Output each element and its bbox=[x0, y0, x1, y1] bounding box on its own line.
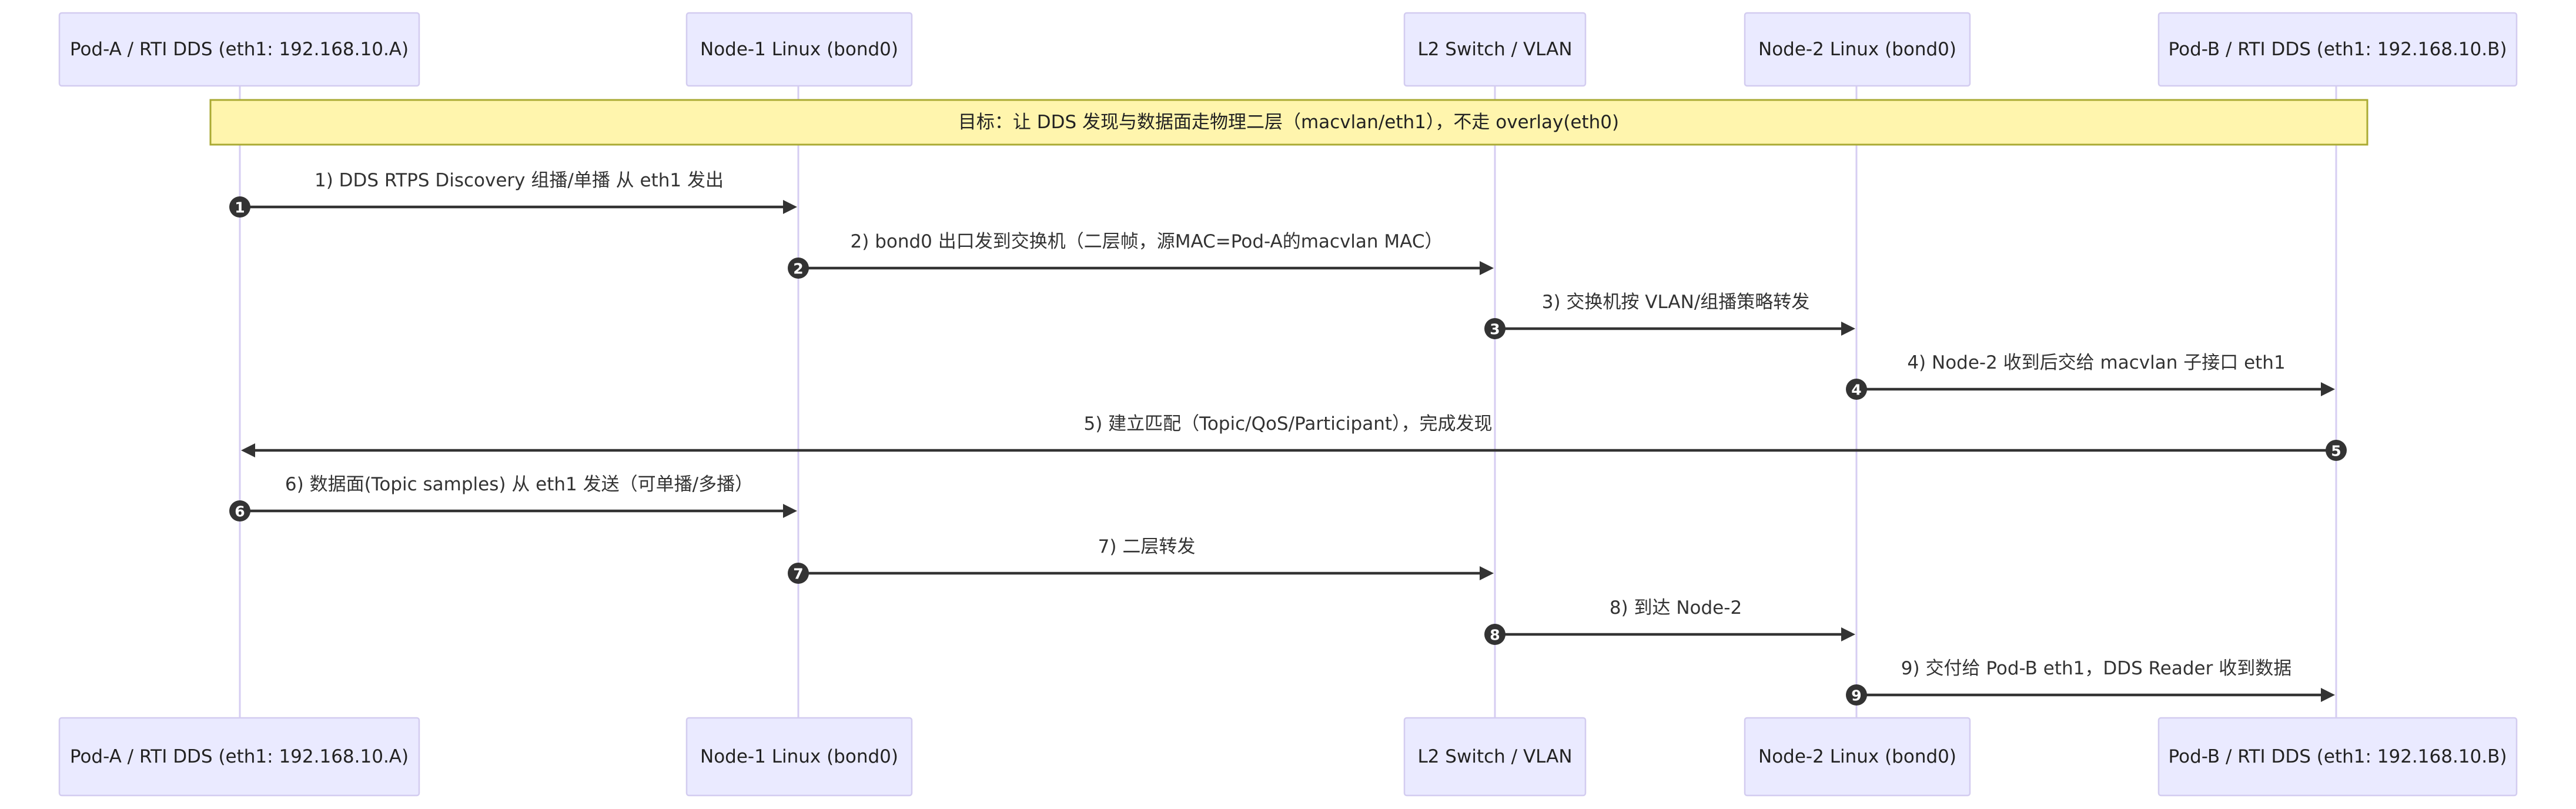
actor-label: Node-2 Linux (bond0) bbox=[1758, 746, 1956, 767]
bottom-actors: Pod-A / RTI DDS (eth1: 192.168.10.A) Node… bbox=[58, 717, 2518, 797]
sequence-number: 7 bbox=[793, 566, 803, 583]
arrowhead-icon bbox=[1841, 322, 1855, 336]
message-label: 7) 二层转发 bbox=[1098, 536, 1196, 557]
actor-podB-bottom[interactable]: Pod-B / RTI DDS (eth1: 192.168.10.B) bbox=[2157, 717, 2518, 797]
message-label: 4) Node-2 收到后交给 macvlan 子接口 eth1 bbox=[1907, 352, 2285, 373]
message-label: 8) 到达 Node-2 bbox=[1610, 597, 1742, 619]
actor-node2-bottom[interactable]: Node-2 Linux (bond0) bbox=[1744, 717, 1971, 797]
top-actors: Pod-A / RTI DDS (eth1: 192.168.10.A) Node… bbox=[58, 12, 2518, 87]
actor-label: Node-1 Linux (bond0) bbox=[700, 746, 898, 767]
arrowhead-icon bbox=[2321, 382, 2335, 396]
goal-note: 目标：让 DDS 发现与数据面走物理二层（macvlan/eth1），不走 ov… bbox=[209, 99, 2368, 146]
sequence-number-badge bbox=[1484, 624, 1506, 645]
actor-sw-bottom[interactable]: L2 Switch / VLAN bbox=[1403, 717, 1587, 797]
actor-label: L2 Switch / VLAN bbox=[1417, 39, 1572, 60]
arrowhead-icon bbox=[783, 504, 797, 518]
actor-label: Node-2 Linux (bond0) bbox=[1758, 39, 1956, 60]
message-label: 1) DDS RTPS Discovery 组播/单播 从 eth1 发出 bbox=[315, 170, 724, 191]
actor-label: Node-1 Linux (bond0) bbox=[700, 39, 898, 60]
actor-box bbox=[58, 12, 420, 87]
actor-box bbox=[1744, 717, 1971, 797]
message-label: 3) 交换机按 VLAN/组播策略转发 bbox=[1542, 292, 1810, 313]
sequence-number: 8 bbox=[1490, 627, 1500, 644]
arrowhead-icon bbox=[1480, 566, 1494, 580]
message-1: 1) DDS RTPS Discovery 组播/单播 从 eth1 发出 1 bbox=[229, 170, 797, 218]
sequence-number-badge bbox=[2326, 440, 2347, 461]
sequence-number: 4 bbox=[1851, 382, 1861, 399]
sequence-number-badge bbox=[229, 196, 250, 218]
message-4: 4) Node-2 收到后交给 macvlan 子接口 eth1 4 bbox=[1846, 352, 2335, 400]
messages: 1) DDS RTPS Discovery 组播/单播 从 eth1 发出 1 2)… bbox=[229, 170, 2347, 706]
message-label: 5) 建立匹配（Topic/QoS/Participant），完成发现 bbox=[1083, 413, 1492, 434]
actor-node1-top[interactable]: Node-1 Linux (bond0) bbox=[685, 12, 913, 87]
message-6: 6) 数据面(Topic samples) 从 eth1 发送（可单播/多播） 6 bbox=[229, 474, 797, 521]
message-5: 5) 建立匹配（Topic/QoS/Participant），完成发现 5 bbox=[241, 413, 2347, 461]
message-2: 2) bond0 出口发到交换机（二层帧，源MAC=Pod-A的macvlan … bbox=[788, 231, 1494, 279]
actor-box bbox=[1403, 12, 1587, 87]
sequence-number: 5 bbox=[2331, 443, 2341, 460]
actor-podA-bottom[interactable]: Pod-A / RTI DDS (eth1: 192.168.10.A) bbox=[58, 717, 420, 797]
sequence-number: 1 bbox=[235, 199, 245, 216]
arrowhead-icon bbox=[783, 200, 797, 214]
actor-box bbox=[2157, 12, 2518, 87]
actor-node2-top[interactable]: Node-2 Linux (bond0) bbox=[1744, 12, 1971, 87]
sequence-number-badge bbox=[1484, 318, 1506, 339]
message-label: 9) 交付给 Pod-B eth1，DDS Reader 收到数据 bbox=[1901, 658, 2291, 679]
actor-podB-top[interactable]: Pod-B / RTI DDS (eth1: 192.168.10.B) bbox=[2157, 12, 2518, 87]
actor-box bbox=[1403, 717, 1587, 797]
actor-label: Pod-B / RTI DDS (eth1: 192.168.10.B) bbox=[2169, 746, 2507, 767]
actor-node1-bottom[interactable]: Node-1 Linux (bond0) bbox=[685, 717, 913, 797]
sequence-number-badge bbox=[788, 258, 809, 279]
sequence-number-badge bbox=[229, 500, 250, 521]
sequence-number: 9 bbox=[1851, 687, 1861, 704]
actor-label: L2 Switch / VLAN bbox=[1417, 746, 1572, 767]
actor-label: Pod-B / RTI DDS (eth1: 192.168.10.B) bbox=[2169, 39, 2507, 60]
arrowhead-icon bbox=[241, 443, 255, 457]
message-8: 8) 到达 Node-2 8 bbox=[1484, 597, 1855, 645]
actor-label: Pod-A / RTI DDS (eth1: 192.168.10.A) bbox=[70, 39, 409, 60]
lifelines bbox=[239, 86, 2337, 718]
sequence-number-badge bbox=[788, 563, 809, 584]
actor-box bbox=[58, 717, 420, 797]
actor-box bbox=[1744, 12, 1971, 87]
sequence-number: 6 bbox=[235, 503, 245, 520]
actor-box bbox=[685, 12, 913, 87]
actor-sw-top[interactable]: L2 Switch / VLAN bbox=[1403, 12, 1587, 87]
sequence-number: 2 bbox=[793, 260, 803, 278]
arrowhead-icon bbox=[2321, 688, 2335, 702]
message-9: 9) 交付给 Pod-B eth1，DDS Reader 收到数据 9 bbox=[1846, 658, 2335, 706]
message-label: 6) 数据面(Topic samples) 从 eth1 发送（可单播/多播） bbox=[285, 474, 753, 495]
note-text: 目标：让 DDS 发现与数据面走物理二层（macvlan/eth1），不走 ov… bbox=[958, 112, 1619, 133]
sequence-number-badge bbox=[1846, 379, 1867, 400]
note-box bbox=[209, 99, 2368, 146]
message-label: 2) bond0 出口发到交换机（二层帧，源MAC=Pod-A的macvlan … bbox=[851, 231, 1443, 252]
actor-box bbox=[685, 717, 913, 797]
actor-podA-top[interactable]: Pod-A / RTI DDS (eth1: 192.168.10.A) bbox=[58, 12, 420, 87]
message-3: 3) 交换机按 VLAN/组播策略转发 3 bbox=[1484, 292, 1855, 339]
actor-box bbox=[2157, 717, 2518, 797]
sequence-number-badge bbox=[1846, 684, 1867, 706]
arrowhead-icon bbox=[1841, 627, 1855, 641]
sequence-number: 3 bbox=[1490, 321, 1500, 338]
actor-label: Pod-A / RTI DDS (eth1: 192.168.10.A) bbox=[70, 746, 409, 767]
message-7: 7) 二层转发 7 bbox=[788, 536, 1494, 584]
arrowhead-icon bbox=[1480, 261, 1494, 275]
